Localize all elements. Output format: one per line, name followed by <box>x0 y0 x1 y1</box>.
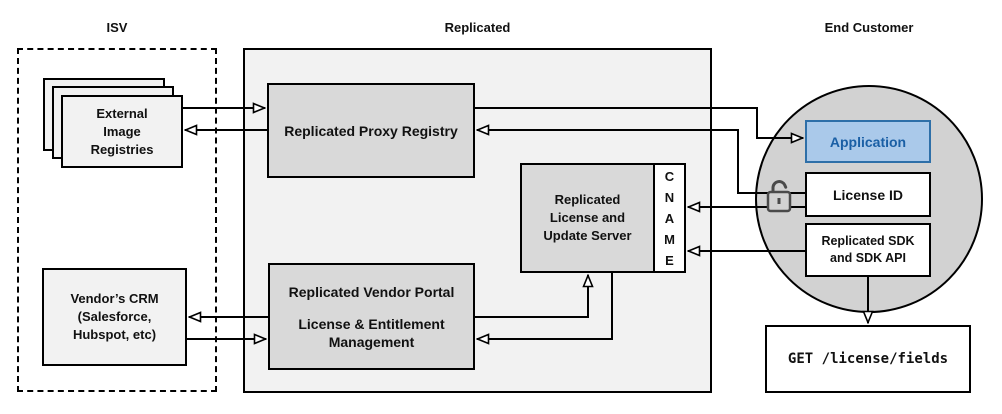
vendor-portal-sub-line1: License & Entitlement <box>298 315 445 332</box>
isv-section-label: ISV <box>106 20 128 35</box>
crm-label-line2: (Salesforce, <box>77 309 152 324</box>
crm-label-line3: Hubspot, etc) <box>72 327 157 342</box>
vendor-portal-sub-line2: Management <box>328 333 415 350</box>
application-label: Application <box>829 133 907 150</box>
license-server-label-line1: Replicated <box>554 192 621 207</box>
license-server-label-line3: Update Server <box>543 228 632 243</box>
registries-label-line3: Registries <box>90 141 154 157</box>
proxy-registry-label: Replicated Proxy Registry <box>284 122 458 139</box>
license-id-node: License ID <box>805 172 931 217</box>
replicated-section-label: Replicated <box>444 20 511 35</box>
cname-node: C N A M E <box>653 163 686 273</box>
registries-label-line1: External <box>96 105 148 121</box>
get-endpoint-node: GET /license/fields <box>765 325 971 393</box>
vendor-crm-node: Vendor’s CRM (Salesforce, Hubspot, etc) <box>42 268 187 366</box>
cname-letter-e: E <box>665 252 674 268</box>
get-endpoint-label: GET /license/fields <box>787 351 949 367</box>
sdk-label-line1: Replicated SDK <box>821 234 915 248</box>
cname-letter-c: C <box>664 168 675 184</box>
vendor-portal-node: Replicated Vendor Portal License & Entit… <box>268 263 475 370</box>
proxy-registry-node: Replicated Proxy Registry <box>267 83 475 178</box>
external-image-registries-node: External Image Registries <box>61 95 183 168</box>
crm-label-line1: Vendor’s CRM <box>70 291 159 306</box>
cname-letter-a: A <box>664 210 675 226</box>
registries-label-line2: Image <box>103 123 141 139</box>
end-customer-section-label: End Customer <box>824 20 914 35</box>
license-update-server-node: Replicated License and Update Server <box>520 163 655 273</box>
license-id-label: License ID <box>832 186 904 203</box>
vendor-portal-label: Replicated Vendor Portal <box>288 283 455 300</box>
sdk-node: Replicated SDK and SDK API <box>805 223 931 277</box>
sdk-label-line2: and SDK API <box>830 251 906 265</box>
cname-letter-n: N <box>664 189 675 205</box>
application-node: Application <box>805 120 931 163</box>
license-server-label-line2: License and <box>549 210 626 225</box>
cname-letter-m: M <box>664 231 675 247</box>
